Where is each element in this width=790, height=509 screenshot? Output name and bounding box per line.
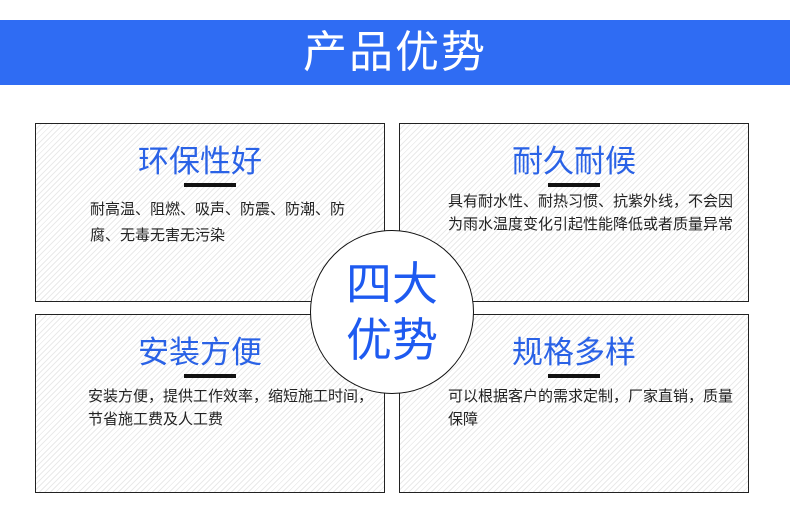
page-banner: 产品优势 [0,20,790,85]
title-underline [184,183,236,187]
title-underline [184,374,236,378]
card-text: 具有耐水性、耐热习惯、抗紫外线，不会因为雨水温度变化引起性能降低或者质量异常 [448,192,734,233]
card-title: 规格多样 [512,335,636,371]
center-line-1: 四大 [346,257,438,311]
title-underline [548,183,600,187]
card-text: 可以根据客户的需求定制，厂家直销，质量保障 [448,387,734,428]
card-text: 耐高温、阻燃、吸声、防震、防潮、防腐、无毒无害无污染 [90,200,346,244]
card-eco-friendly: 环保性好 耐高温、阻燃、吸声、防震、防潮、防腐、无毒无害无污染 [35,123,385,302]
card-title: 安装方便 [138,335,262,371]
center-line-2: 优势 [346,313,438,367]
card-title: 耐久耐候 [512,144,636,180]
card-title: 环保性好 [138,144,262,180]
card-text: 安装方便，提供工作效率，缩短施工时间，节省施工费及人工费 [88,387,374,428]
center-badge: 四大 优势 [310,230,474,394]
title-underline [548,374,600,378]
